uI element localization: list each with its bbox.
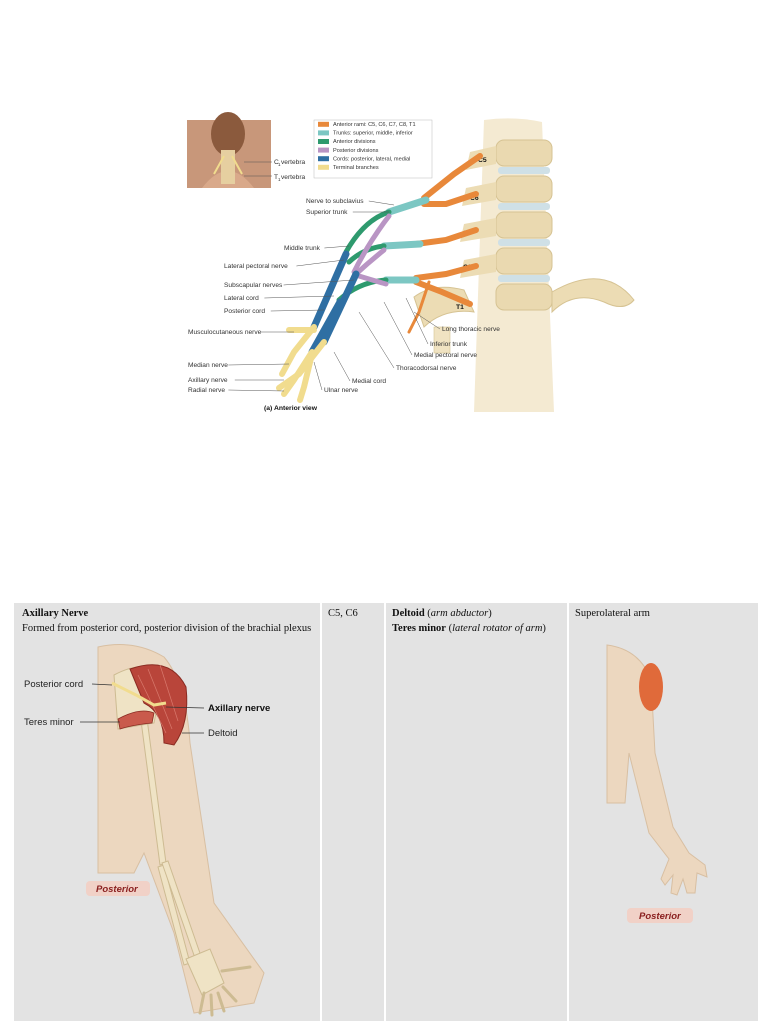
svg-text:1: 1 xyxy=(278,162,281,167)
muscle-action: lateral rotator of arm xyxy=(452,623,543,635)
axillary-nerve-path xyxy=(111,681,167,707)
finger-bones xyxy=(198,965,252,1017)
muscle-entry: Deltoid (arm abductor) xyxy=(392,608,492,619)
left-structure-label: Radial nerve xyxy=(188,387,225,394)
legend-item: Anterior rami: C5, C6, C7, C8, T1 xyxy=(333,122,416,128)
nerve-table-row: Axillary Nerve Formed from posterior cor… xyxy=(14,603,758,1021)
muscles-list: Deltoid (arm abductor) Teres minor (later… xyxy=(392,606,546,636)
trunks xyxy=(380,196,430,284)
view-tag-bg xyxy=(86,881,150,896)
legend-swatch xyxy=(318,121,329,127)
t1-vertebra-label: T xyxy=(274,174,278,181)
nerve-cell: Axillary Nerve Formed from posterior cor… xyxy=(14,603,322,1021)
muscle-name: Deltoid xyxy=(392,608,425,619)
spinal-nerve-label: C5 xyxy=(478,157,487,164)
label-posterior-cord: Posterior cord xyxy=(24,679,83,690)
cords xyxy=(308,250,360,356)
left-structure-label: Posterior cord xyxy=(224,308,265,315)
nerve-title: Axillary Nerve xyxy=(22,608,89,619)
sensory-arm-skin xyxy=(606,644,708,896)
left-structure-label: Lateral cord xyxy=(224,295,259,302)
right-structure-label: Medial cord xyxy=(352,378,386,385)
c1-vertebra-label: C xyxy=(274,159,279,166)
roots-cell: C5, C6 xyxy=(322,603,386,1021)
teres-minor-muscle xyxy=(117,710,155,730)
label-teres-minor: Teres minor xyxy=(24,717,74,728)
hand-bones xyxy=(185,948,225,996)
right-structure-label: Inferior trunk xyxy=(430,341,468,348)
muscles-cell: Deltoid (arm abductor) Teres minor (later… xyxy=(386,603,569,1021)
neck-thumbnail xyxy=(187,112,271,188)
legend-swatch xyxy=(318,147,329,153)
spine xyxy=(413,118,635,413)
legend-item: Anterior divisions xyxy=(333,139,376,145)
brachial-plexus-figure: C 1 vertebra T 1 vertebra Anterior rami:… xyxy=(184,112,644,420)
spinal-nerve-label: T1 xyxy=(456,304,464,311)
legend-swatch xyxy=(318,139,329,144)
figure-caption: (a) Anterior view xyxy=(264,405,318,412)
svg-text:vertebra: vertebra xyxy=(281,159,306,166)
anterior-rami xyxy=(407,153,483,334)
right-structure-label: Ulnar nerve xyxy=(324,387,358,394)
terminal-branches xyxy=(276,324,327,403)
left-structure-label: Musculocutaneous nerve xyxy=(188,329,262,336)
label-deltoid: Deltoid xyxy=(208,728,238,739)
sensory-arm-illustration: Posterior xyxy=(606,644,708,923)
left-structure-label: Axillary nerve xyxy=(188,377,228,384)
left-structure-label: Middle trunk xyxy=(284,245,321,252)
radius xyxy=(157,864,191,966)
muscle-entry: Teres minor (lateral rotator of arm) xyxy=(392,623,546,635)
legend-item: Cords: posterior, lateral, medial xyxy=(333,156,410,162)
legend-item: Terminal branches xyxy=(333,165,379,171)
legend: Anterior rami: C5, C6, C7, C8, T1 Trunks:… xyxy=(313,119,433,179)
right-structure-label: Thoracodorsal nerve xyxy=(396,365,457,372)
sensory-area-superolateral xyxy=(639,663,663,711)
left-structure-label: Nerve to subclavius xyxy=(306,198,364,205)
legend-swatch xyxy=(318,156,329,162)
region-view-tag-posterior: Posterior xyxy=(639,911,682,922)
label-axillary-nerve: Axillary nerve xyxy=(208,703,270,714)
svg-text:vertebra: vertebra xyxy=(281,174,306,181)
spinal-nerve-label: C6 xyxy=(470,195,479,202)
region-view-tag-bg xyxy=(627,908,693,923)
left-structure-label: Subscapular nerves xyxy=(224,282,283,289)
muscle-action: arm abductor xyxy=(430,608,489,619)
right-structure-label: Long thoracic nerve xyxy=(442,326,500,333)
left-structure-label: Lateral pectoral nerve xyxy=(224,263,288,270)
svg-text:1: 1 xyxy=(278,177,281,182)
view-tag-posterior: Posterior xyxy=(96,884,139,895)
posterior-arm-illustration: Posterior cord Teres minor Axillary nerv… xyxy=(24,644,270,1017)
left-structure-label: Median nerve xyxy=(188,362,228,369)
legend-swatch xyxy=(318,164,329,170)
sensory-cell: Superolateral arm Posterior xyxy=(569,603,758,1021)
muscle-name: Teres minor xyxy=(392,623,446,635)
spinal-roots: C5, C6 xyxy=(328,608,358,619)
legend-swatch xyxy=(318,130,329,136)
brachial-plexus-illustration: C 1 vertebra T 1 vertebra Anterior rami:… xyxy=(187,112,635,413)
legend-item: Trunks: superior, middle, inferior xyxy=(333,131,413,137)
nerve-description: Formed from posterior cord, posterior di… xyxy=(22,623,312,634)
right-structure-label: Medial pectoral nerve xyxy=(414,352,477,359)
legend-item: Posterior divisions xyxy=(333,148,379,154)
sensory-region: Superolateral arm xyxy=(575,608,650,619)
left-structure-label: Superior trunk xyxy=(306,209,348,216)
